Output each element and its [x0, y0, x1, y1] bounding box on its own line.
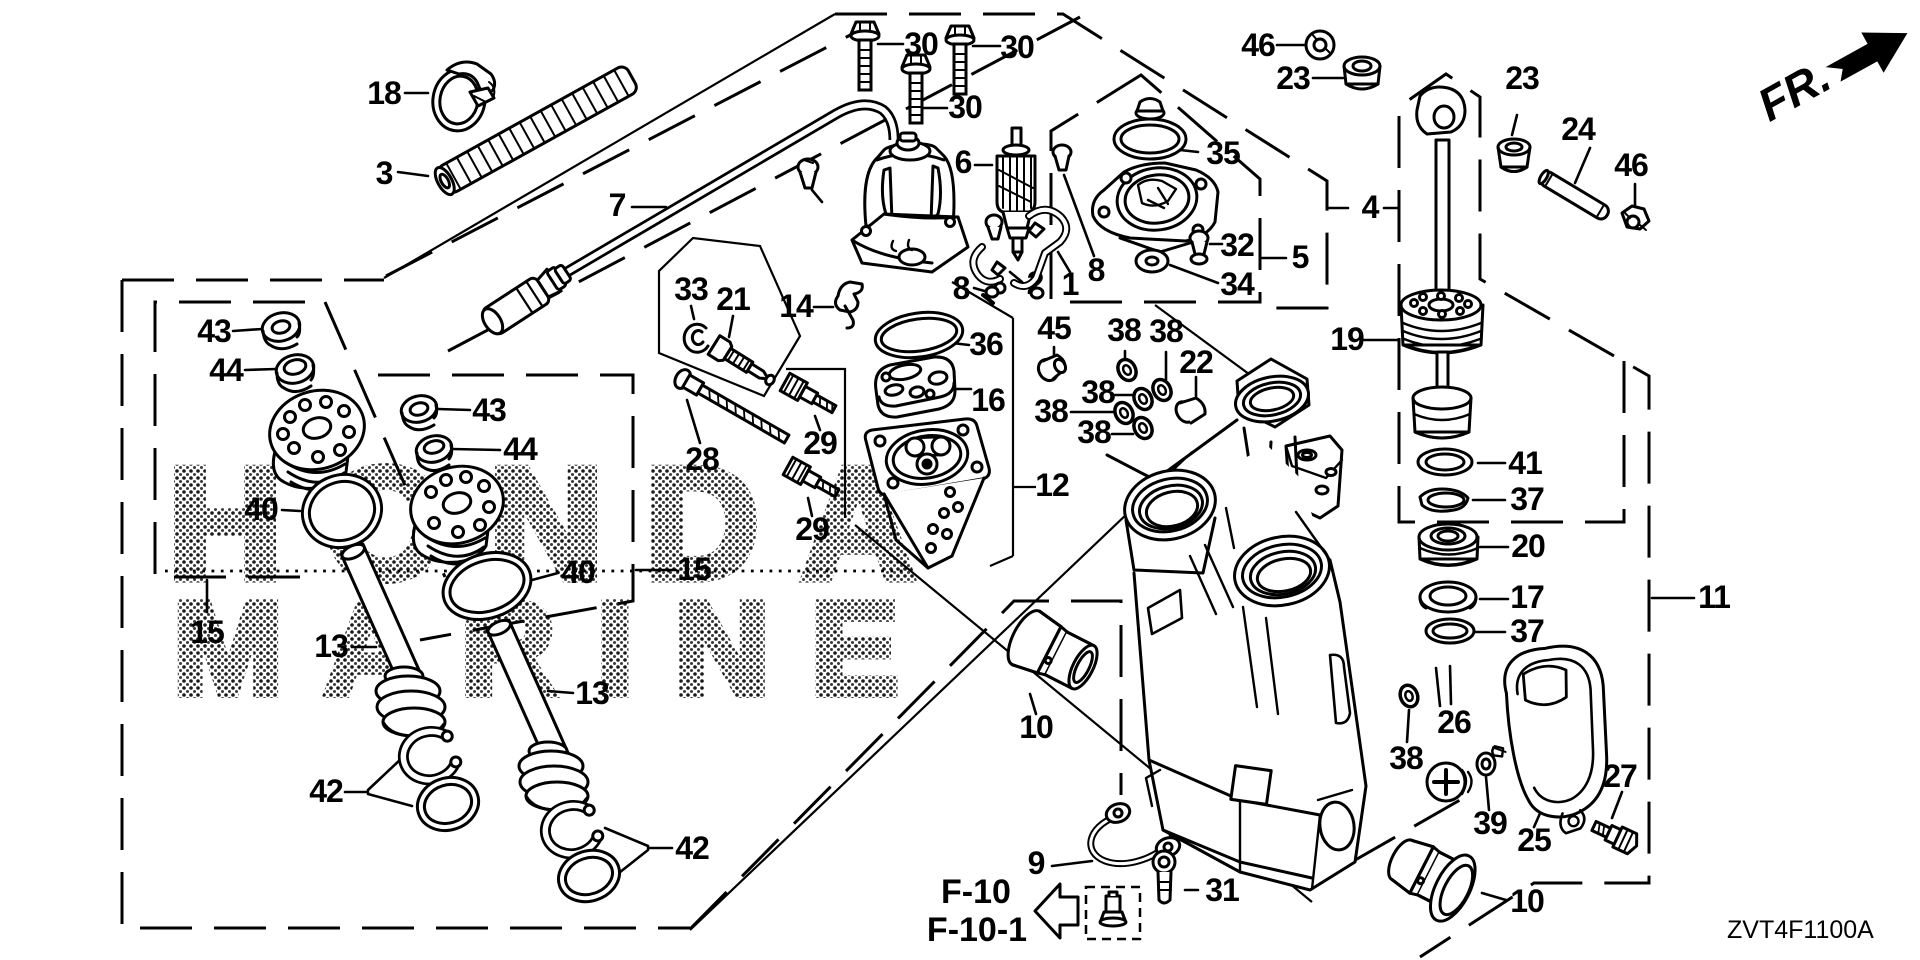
svg-text:8: 8 [1088, 252, 1105, 288]
svg-text:28: 28 [685, 441, 719, 477]
svg-text:46: 46 [1614, 147, 1648, 183]
svg-text:4: 4 [1362, 189, 1380, 225]
svg-text:9: 9 [1028, 845, 1045, 881]
svg-text:18: 18 [367, 75, 401, 111]
svg-text:39: 39 [1473, 805, 1507, 841]
svg-text:46: 46 [1241, 27, 1275, 63]
svg-text:13: 13 [314, 628, 348, 664]
svg-text:F-10: F-10 [941, 873, 1011, 911]
svg-text:27: 27 [1603, 758, 1637, 794]
svg-text:25: 25 [1517, 822, 1551, 858]
svg-text:20: 20 [1511, 528, 1545, 564]
svg-text:16: 16 [971, 382, 1005, 418]
svg-text:10: 10 [1510, 883, 1544, 919]
svg-text:34: 34 [1220, 266, 1255, 302]
svg-text:8: 8 [953, 270, 970, 306]
svg-text:30: 30 [1000, 29, 1034, 65]
svg-text:42: 42 [675, 830, 709, 866]
svg-text:13: 13 [575, 675, 609, 711]
svg-text:23: 23 [1505, 60, 1539, 96]
svg-text:44: 44 [209, 352, 244, 388]
svg-text:21: 21 [716, 281, 750, 317]
svg-text:11: 11 [1698, 579, 1730, 615]
svg-text:43: 43 [472, 392, 506, 428]
svg-text:38: 38 [1107, 312, 1141, 348]
svg-text:6: 6 [955, 144, 972, 180]
svg-text:31: 31 [1205, 872, 1239, 908]
svg-text:38: 38 [1389, 740, 1423, 776]
svg-text:33: 33 [674, 271, 708, 307]
svg-text:37: 37 [1510, 481, 1544, 517]
svg-text:38: 38 [1077, 414, 1111, 450]
svg-text:1: 1 [1062, 266, 1079, 302]
svg-text:44: 44 [503, 431, 538, 467]
svg-text:17: 17 [1510, 579, 1544, 615]
svg-text:F-10-1: F-10-1 [927, 911, 1027, 949]
svg-text:45: 45 [1037, 310, 1071, 346]
svg-text:40: 40 [244, 491, 278, 527]
svg-text:12: 12 [1035, 467, 1069, 503]
svg-text:22: 22 [1179, 344, 1213, 380]
svg-text:14: 14 [779, 288, 814, 324]
svg-text:29: 29 [795, 511, 829, 547]
svg-text:36: 36 [969, 326, 1003, 362]
svg-text:38: 38 [1149, 313, 1183, 349]
svg-text:3: 3 [376, 155, 393, 191]
svg-text:32: 32 [1220, 227, 1254, 263]
svg-text:29: 29 [803, 425, 837, 461]
svg-text:15: 15 [190, 614, 224, 650]
svg-text:7: 7 [609, 187, 626, 223]
svg-text:MARINE: MARINE [173, 575, 940, 722]
svg-text:ZVT4F1100A: ZVT4F1100A [1727, 916, 1874, 944]
svg-text:43: 43 [197, 313, 231, 349]
svg-text:42: 42 [309, 773, 343, 809]
svg-text:26: 26 [1437, 704, 1471, 740]
svg-text:41: 41 [1508, 445, 1542, 481]
svg-text:10: 10 [1019, 709, 1053, 745]
svg-text:15: 15 [677, 551, 711, 587]
svg-text:5: 5 [1292, 239, 1309, 275]
svg-text:19: 19 [1330, 321, 1364, 357]
svg-text:38: 38 [1081, 374, 1115, 410]
svg-text:37: 37 [1510, 613, 1544, 649]
svg-text:23: 23 [1276, 60, 1310, 96]
svg-text:40: 40 [561, 554, 595, 590]
svg-text:24: 24 [1561, 111, 1596, 147]
svg-text:35: 35 [1206, 135, 1240, 171]
svg-text:38: 38 [1034, 393, 1068, 429]
